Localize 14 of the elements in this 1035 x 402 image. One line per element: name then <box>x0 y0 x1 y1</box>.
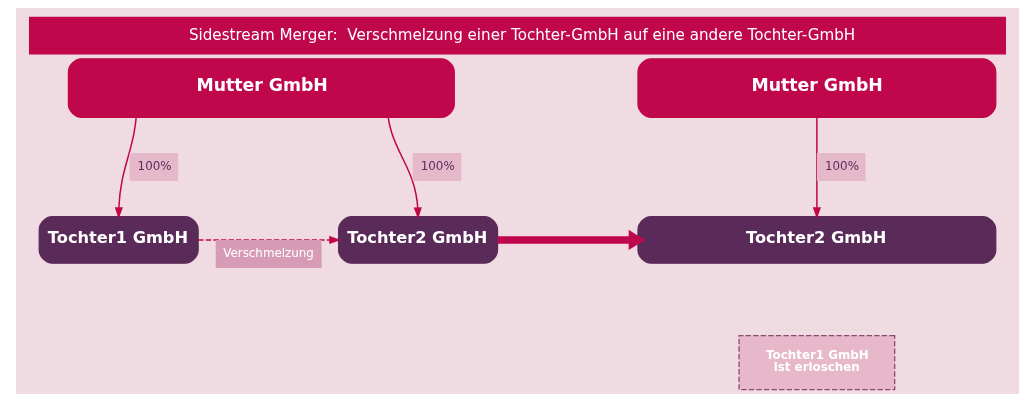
node-box: Mutter GmbH <box>637 58 997 118</box>
arrow <box>812 116 821 219</box>
edge-label: Verschmelzung <box>223 245 314 260</box>
diagram-title: Sidestream Merger: Verschmelzung einer Tochter-GmbH auf eine andere Tochter-GmbH <box>188 26 856 45</box>
node-box: Tochter2 GmbH <box>637 216 997 264</box>
node-box: Mutter GmbH <box>67 58 455 118</box>
node-box: Tochter1 GmbH ist erloschen <box>738 334 896 391</box>
arrow <box>197 235 341 244</box>
edge-label: 100% <box>824 158 859 173</box>
arrow <box>497 229 646 250</box>
node-box: Tochter1 GmbH <box>38 216 199 264</box>
node-box: Tochter2 GmbH <box>337 216 499 264</box>
edge-label: 100% <box>420 158 455 173</box>
edge-label: 100% <box>137 158 172 173</box>
